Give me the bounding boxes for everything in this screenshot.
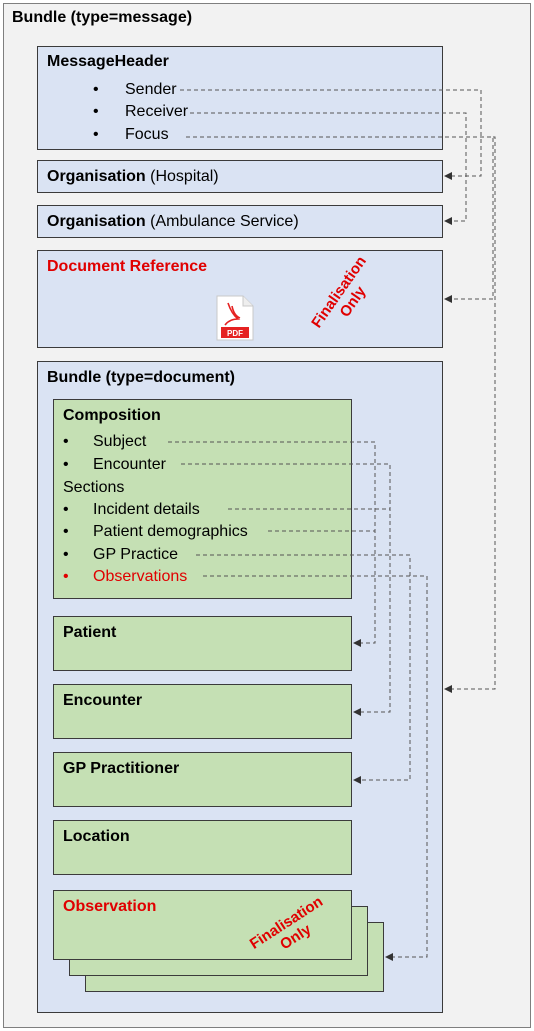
- organisation-hospital-box: Organisation (Hospital): [37, 160, 443, 193]
- bullet-icon: •: [63, 433, 69, 450]
- organisation-ambulance-box: Organisation (Ambulance Service): [37, 205, 443, 238]
- message-header-title: MessageHeader: [47, 53, 169, 70]
- bullet-icon: •: [63, 501, 69, 518]
- gp-practitioner-title: GP Practitioner: [63, 760, 180, 777]
- connector-focus-bundle: [444, 136, 496, 693]
- bullet-icon: •: [93, 103, 99, 120]
- message-header-item-receiver: Receiver: [125, 103, 189, 120]
- document-reference-title: Document Reference: [47, 258, 208, 275]
- message-header-item-focus: Focus: [125, 126, 169, 143]
- organisation-ambulance-title: Organisation: [47, 213, 146, 230]
- message-header-box: MessageHeader • Sender • Receiver • Focu…: [37, 46, 443, 150]
- organisation-ambulance-label: Organisation (Ambulance Service): [47, 212, 299, 232]
- section-incident-details: Incident details: [93, 501, 200, 518]
- section-observations: Observations: [93, 568, 188, 585]
- section-patient-demographics: Patient demographics: [93, 523, 248, 540]
- outer-bundle-title: Bundle (type=message): [12, 9, 193, 26]
- location-title: Location: [63, 828, 130, 845]
- organisation-ambulance-detail: (Ambulance Service): [150, 213, 299, 230]
- connector-receiver: [190, 112, 467, 225]
- composition-item-encounter: Encounter: [93, 456, 166, 473]
- bullet-icon: •: [63, 568, 69, 585]
- observation-title: Observation: [63, 898, 157, 915]
- organisation-hospital-title: Organisation: [47, 168, 146, 185]
- bullet-icon: •: [93, 126, 99, 143]
- observation-box: Observation Finalisation Only: [53, 890, 352, 960]
- composition-sections-label: Sections: [63, 479, 125, 496]
- document-reference-box: Document Reference PDF Finalisation Only: [37, 250, 443, 348]
- pdf-icon: PDF: [215, 295, 255, 341]
- document-bundle-title: Bundle (type=document): [47, 369, 236, 386]
- bullet-icon: •: [63, 456, 69, 473]
- bullet-icon: •: [93, 81, 99, 98]
- connector-encounter: [181, 463, 391, 716]
- organisation-hospital-label: Organisation (Hospital): [47, 167, 219, 187]
- composition-box: Composition • Subject • Encounter Sectio…: [53, 399, 352, 599]
- connector-subject: [168, 441, 376, 647]
- organisation-hospital-detail: (Hospital): [150, 168, 219, 185]
- encounter-box: Encounter: [53, 684, 352, 739]
- patient-box: Patient: [53, 616, 352, 671]
- connector-observations: [203, 575, 428, 961]
- composition-item-subject: Subject: [93, 433, 147, 450]
- gp-practitioner-box: GP Practitioner: [53, 752, 352, 807]
- location-box: Location: [53, 820, 352, 875]
- connector-gp-practice: [196, 554, 411, 784]
- composition-title: Composition: [63, 407, 161, 424]
- section-gp-practice: GP Practice: [93, 546, 179, 563]
- bullet-icon: •: [63, 523, 69, 540]
- connector-focus-docref: [186, 136, 494, 303]
- connector-sender: [180, 89, 482, 180]
- message-header-item-sender: Sender: [125, 81, 177, 98]
- bullet-icon: •: [63, 546, 69, 563]
- patient-title: Patient: [63, 624, 117, 641]
- pdf-icon-label: PDF: [227, 329, 243, 338]
- encounter-title: Encounter: [63, 692, 143, 709]
